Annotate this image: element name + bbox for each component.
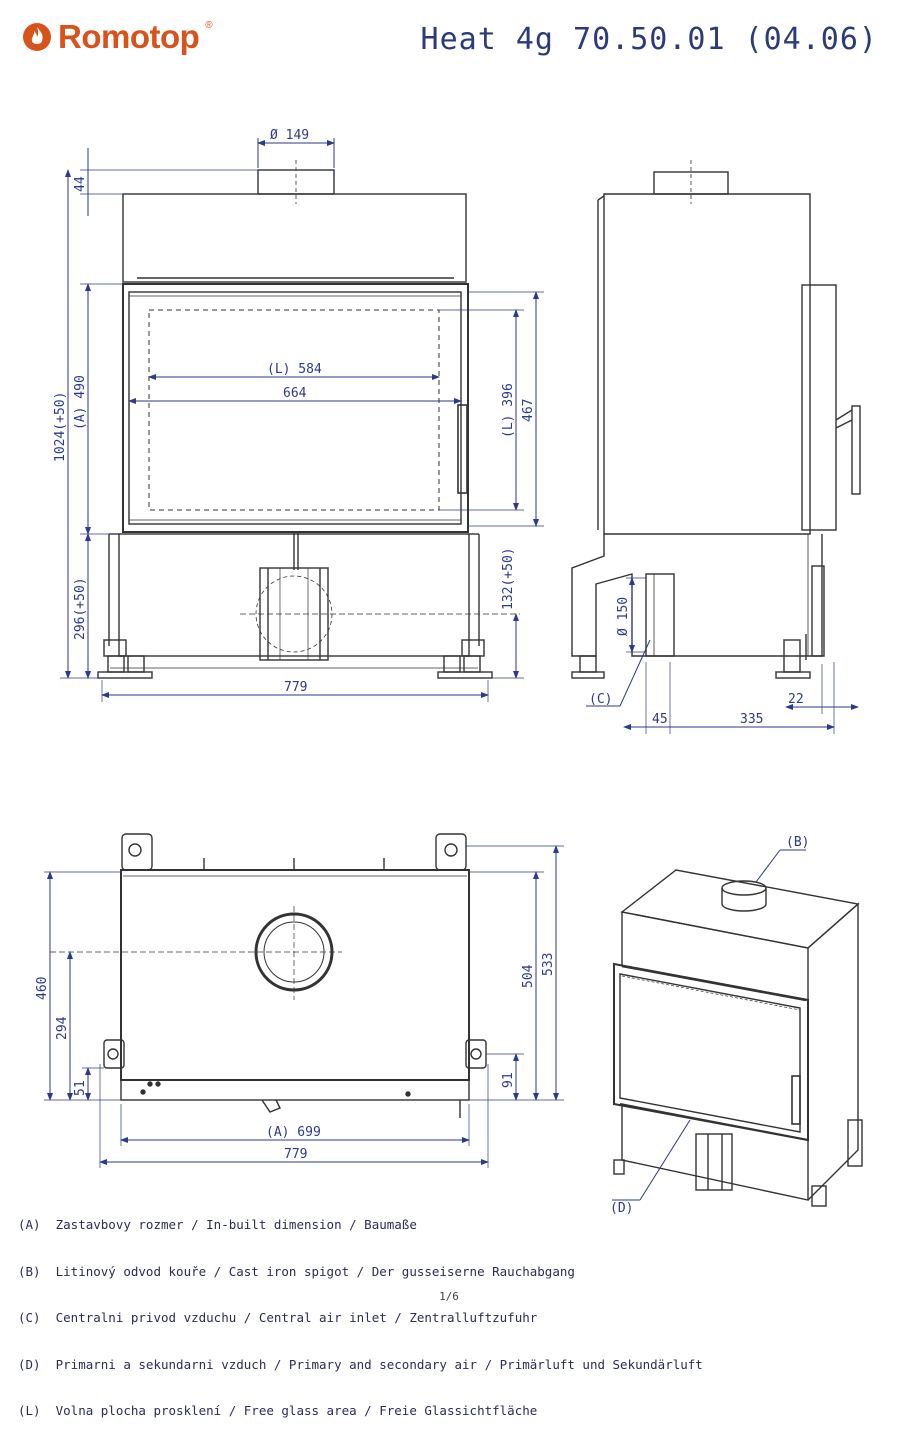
dim-top-51: 51 xyxy=(73,1080,88,1096)
dim-flue-diameter: Ø 149 xyxy=(270,128,309,143)
brand-logo: Romotop ® xyxy=(22,18,213,56)
legend: (A) Zastavbovy rozmer / In-built dimensi… xyxy=(18,1186,703,1434)
dim-top-504: 504 xyxy=(521,964,536,988)
dim-front-total-width: 779 xyxy=(284,680,307,695)
technical-drawing: Ø 149 44 1024(+50) (A) 490 296(+50) (L) … xyxy=(35,128,863,1216)
brand-name: Romotop xyxy=(58,18,200,55)
door-handle xyxy=(457,404,468,494)
dim-side-22: 22 xyxy=(788,692,804,707)
dim-top-a-width: (A) 699 xyxy=(266,1125,321,1140)
model-title: Heat 4g 70.50.01 (04.06) xyxy=(420,22,878,57)
side-view xyxy=(571,160,861,679)
dim-top-460: 460 xyxy=(35,977,50,1000)
flame-logo-icon xyxy=(23,23,51,51)
dim-glass-width: (L) 584 xyxy=(267,362,322,377)
isometric-view xyxy=(613,869,863,1207)
label-b: (B) xyxy=(786,835,809,850)
legend-item-a: (A) Zastavbovy rozmer / In-built dimensi… xyxy=(18,1217,417,1232)
top-view xyxy=(50,833,487,1118)
page-header: Romotop ® Heat 4g 70.50.01 (04.06) xyxy=(0,0,898,70)
dim-top-offset: 44 xyxy=(73,176,88,192)
legend-item-l: (L) Volna plocha prosklení / Free glass … xyxy=(18,1403,538,1418)
dim-door-height: 467 xyxy=(521,399,536,422)
dim-inner-width: 664 xyxy=(283,386,307,401)
registered-mark: ® xyxy=(205,20,213,31)
dim-a-height: (A) 490 xyxy=(73,375,88,430)
page-number: 1/6 xyxy=(439,1290,459,1303)
dim-intake-height: 132(+50) xyxy=(501,547,516,610)
glass-area xyxy=(148,309,440,511)
label-d: (D) xyxy=(610,1201,633,1216)
legend-item-d: (D) Primarni a sekundarni vzduch / Prima… xyxy=(18,1356,703,1372)
dim-base-height: 296(+50) xyxy=(73,577,88,640)
label-c: (C) xyxy=(589,692,612,707)
dim-side-45: 45 xyxy=(652,712,668,727)
dim-top-total-width: 779 xyxy=(284,1147,307,1162)
dim-top-533: 533 xyxy=(541,953,556,976)
dim-intake-diameter: Ø 150 xyxy=(616,597,631,636)
front-top-body xyxy=(122,193,467,283)
dim-glass-height: (L) 396 xyxy=(501,383,516,438)
dim-total-height: 1024(+50) xyxy=(53,392,68,462)
dim-side-335: 335 xyxy=(740,712,763,727)
dim-top-91: 91 xyxy=(501,1072,516,1088)
legend-item-c: (C) Centralni privod vzduchu / Central a… xyxy=(18,1310,538,1325)
legend-item-b: (B) Litinový odvod kouře / Cast iron spi… xyxy=(18,1263,575,1279)
front-view xyxy=(97,160,520,679)
dim-top-294: 294 xyxy=(55,1016,70,1040)
